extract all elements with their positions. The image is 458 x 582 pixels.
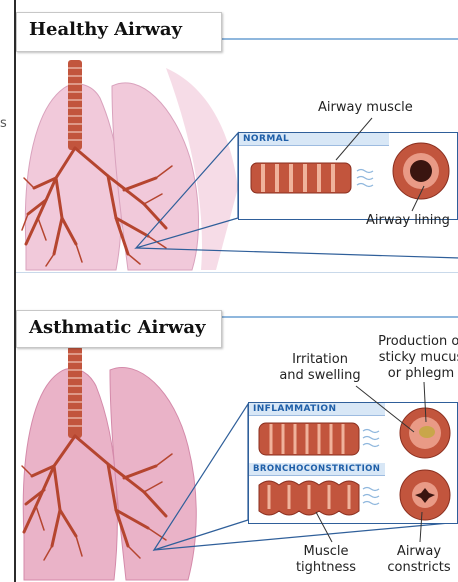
asthmatic-title: Asthmatic Airway — [16, 310, 222, 348]
asthmatic-airway-panel: Asthmatic Airway — [16, 306, 458, 582]
figure-frame: Healthy Airway — [14, 0, 458, 582]
margin-mark: s — [0, 116, 7, 131]
healthy-title: Healthy Airway — [16, 12, 222, 52]
healthy-airway-panel: Healthy Airway — [16, 8, 458, 273]
